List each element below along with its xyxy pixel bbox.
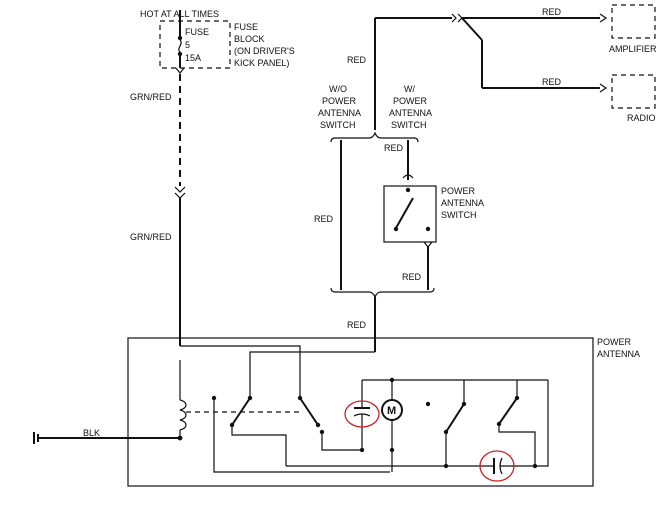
bottom-junction-1: [443, 463, 449, 469]
red-label-radio: RED: [542, 77, 562, 87]
w-label-4: SWITCH: [391, 120, 427, 130]
power-antenna-switch-label-3: SWITCH: [441, 210, 477, 220]
capacitor2-highlight: [479, 450, 515, 482]
grn-red-feed-internal: [180, 345, 301, 398]
limit-switch1-top: [425, 401, 431, 407]
bottom-return-wire: [286, 380, 549, 467]
fuse-block-box: [159, 20, 231, 69]
fuse-block-label-1: FUSE: [234, 22, 258, 32]
switch-contact-top: [405, 187, 411, 193]
option-bracket-bottom: [330, 287, 435, 299]
ground-junction: [177, 435, 183, 441]
switch-connector-top: [402, 174, 414, 179]
relay1-pivot-wire: [231, 425, 287, 466]
fuse-label: FUSE: [185, 27, 209, 37]
power-antenna-switch-label-2: ANTENNA: [441, 198, 484, 208]
wo-label-2: POWER: [322, 96, 357, 106]
fuse-block-label-2: BLOCK: [234, 34, 265, 44]
relay-coil: [179, 399, 187, 431]
fuse-block-label-4: KICK PANEL): [234, 58, 289, 68]
relay1-lever: [231, 397, 251, 426]
motor-top-wire: [361, 379, 548, 398]
switch-lever: [395, 197, 414, 229]
red-label-center: RED: [347, 320, 367, 330]
option-bracket-top: [330, 131, 419, 143]
amplifier-label: AMPLIFIER: [609, 44, 657, 54]
limit-switch2-lever: [498, 397, 518, 425]
limit-switch1-lever: [445, 403, 465, 433]
red-feed-internal: [249, 351, 375, 398]
power-antenna-switch-box: [383, 185, 437, 243]
fuse-connector: [175, 67, 185, 74]
capacitor-highlight: [344, 400, 380, 428]
limit-switch2-wire: [498, 380, 536, 466]
relay2-wire: [321, 432, 362, 451]
red-branch-diagonal: [461, 17, 483, 41]
radio-box: [611, 74, 656, 109]
red-label-below-switch: RED: [402, 272, 422, 282]
limit-switch1-wire: [445, 380, 465, 466]
fuse-element: [178, 39, 182, 53]
red-label-amplifier: RED: [542, 7, 562, 17]
amplifier-connector: [599, 13, 608, 23]
w-label-2: POWER: [393, 96, 428, 106]
fuse-amperage: 15A: [185, 53, 201, 63]
relay2-lever: [299, 397, 319, 426]
blk-label: BLK: [83, 428, 100, 438]
wo-label-4: SWITCH: [320, 120, 356, 130]
fuse-terminal-top: [177, 35, 183, 41]
relay2-contact-b: [315, 422, 321, 428]
wo-label-1: W/O: [329, 84, 347, 94]
grn-red-label-top: GRN/RED: [130, 92, 172, 102]
radio-label: RADIO: [627, 113, 656, 123]
power-antenna-switch-label-1: POWER: [441, 186, 476, 196]
bottom-junction-2: [532, 463, 538, 469]
relay1-wire: [213, 398, 390, 473]
motor-junction-top: [389, 377, 395, 383]
motor-label: M: [387, 405, 396, 417]
grn-red-label-bottom: GRN/RED: [130, 232, 172, 242]
inline-connector: [174, 186, 186, 199]
red-label-above-switch: RED: [384, 143, 404, 153]
amplifier-box: [611, 4, 656, 39]
power-antenna-box: [127, 337, 594, 487]
power-antenna-label-2: ANTENNA: [597, 349, 640, 359]
fuse-block-label-3: (ON DRIVER'S: [234, 46, 295, 56]
red-label-vertical: RED: [347, 55, 367, 65]
w-label-1: W/: [404, 84, 415, 94]
motor-junction-low: [389, 447, 395, 453]
red-label-left-long: RED: [314, 214, 334, 224]
switch-contact-left: [393, 226, 399, 232]
fuse-number: 5: [185, 40, 190, 50]
wo-label-3: ANTENNA: [318, 108, 361, 118]
switch-contact-right: [425, 226, 431, 232]
splice-connector: [451, 13, 463, 23]
motor-junction-bottom: [359, 447, 365, 453]
power-antenna-label-1: POWER: [597, 337, 632, 347]
radio-connector: [599, 83, 608, 93]
w-label-3: ANTENNA: [389, 108, 432, 118]
